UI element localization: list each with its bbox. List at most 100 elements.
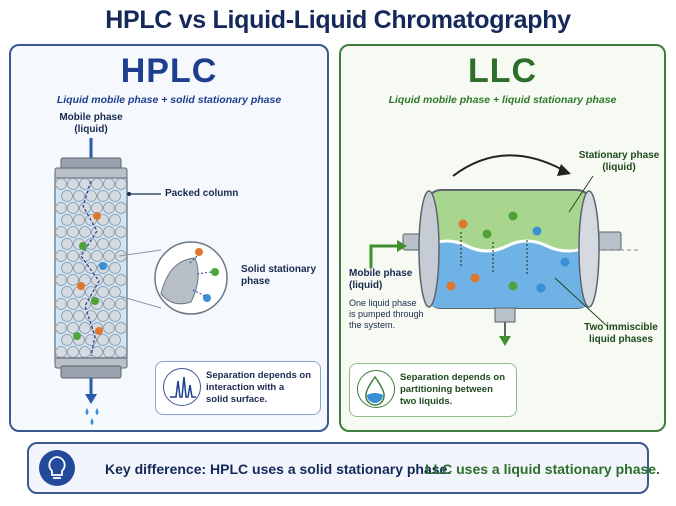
- packing-bead: [67, 178, 79, 190]
- packing-bead: [109, 286, 121, 298]
- packing-bead: [79, 178, 91, 190]
- analyte-green: [73, 332, 81, 340]
- packing-bead: [79, 202, 91, 214]
- packing-bead: [103, 202, 115, 214]
- packing-bead: [55, 298, 67, 310]
- key-difference-hplc: Key difference: HPLC uses a solid statio…: [105, 461, 452, 477]
- packing-bead: [97, 310, 109, 322]
- outlet-arrowhead: [499, 336, 511, 346]
- zoom-line: [118, 249, 162, 257]
- packing-bead: [115, 202, 127, 214]
- column-top-ring: [54, 167, 128, 179]
- droplet-icon: [95, 408, 99, 415]
- immiscible-leader: [554, 277, 608, 327]
- packing-bead: [61, 262, 73, 274]
- packing-bead: [91, 202, 103, 214]
- packing-bead: [109, 262, 121, 274]
- packing-bead: [103, 274, 115, 286]
- analyte-green: [482, 229, 492, 239]
- analyte-green: [79, 242, 87, 250]
- immiscible-phases-label: Two immiscible liquid phases: [584, 322, 658, 345]
- analyte-orange: [470, 273, 480, 283]
- packing-bead: [79, 226, 91, 238]
- mobile-phase-label: Mobile phase (liquid): [59, 112, 123, 135]
- analyte-orange: [458, 219, 468, 229]
- packing-bead: [61, 334, 73, 346]
- packing-bead: [61, 286, 73, 298]
- drum-outlet: [494, 307, 516, 323]
- packing-bead: [67, 298, 79, 310]
- analyte-blue: [536, 283, 546, 293]
- packing-bead: [97, 238, 109, 250]
- packing-bead: [73, 310, 85, 322]
- key-difference-llc: LLC uses a liquid stationary phase.: [425, 461, 660, 477]
- packing-bead: [103, 226, 115, 238]
- packing-bead: [61, 190, 73, 202]
- packing-bead: [97, 190, 109, 202]
- packing-bead: [115, 298, 127, 310]
- chromatogram-icon: [163, 368, 201, 406]
- packing-bead: [67, 274, 79, 286]
- analyte-orange: [95, 327, 103, 335]
- packing-bead: [85, 310, 97, 322]
- packing-bead: [55, 250, 67, 262]
- stationary-leader: [568, 175, 594, 213]
- llc-subtitle: Liquid mobile phase + liquid stationary …: [388, 94, 617, 106]
- packing-bead: [109, 238, 121, 250]
- analyte-green: [91, 297, 99, 305]
- packing-bead: [103, 346, 115, 358]
- drum-left-end: [418, 190, 440, 308]
- packing-bead: [79, 250, 91, 262]
- packing-bead: [67, 226, 79, 238]
- hplc-panel: HPLC Liquid mobile phase + solid station…: [9, 44, 329, 432]
- llc-panel: LLC Liquid mobile phase + liquid station…: [339, 44, 666, 432]
- solid-particle: [160, 257, 199, 305]
- lightbulb-icon: [39, 450, 75, 486]
- packing-bead: [103, 178, 115, 190]
- packing-bead: [85, 190, 97, 202]
- packing-bead: [109, 334, 121, 346]
- packing-bead: [55, 178, 67, 190]
- analyte-green: [508, 211, 518, 221]
- packing-bead: [115, 178, 127, 190]
- packing-bead: [103, 250, 115, 262]
- llc-info-box: Separation depends on partitioning betwe…: [349, 363, 517, 417]
- packing-bead: [67, 250, 79, 262]
- flow-path: [80, 180, 100, 357]
- packing-bead: [91, 250, 103, 262]
- packing-bead: [73, 190, 85, 202]
- packing-bead: [97, 286, 109, 298]
- hplc-heading: HPLC: [120, 52, 218, 90]
- mobile-phase-label: Mobile phase (liquid): [349, 268, 413, 291]
- llc-drum-diagram: [369, 154, 641, 346]
- packing-bead: [61, 214, 73, 226]
- hplc-subtitle: Liquid mobile phase + solid stationary p…: [56, 94, 282, 106]
- stationary-phase-label: Stationary phase (liquid): [578, 150, 660, 173]
- hplc-column-diagram: [54, 138, 228, 425]
- zoom-line: [118, 295, 162, 309]
- packed-column-label: Packed column: [165, 188, 239, 199]
- packing-bead: [67, 346, 79, 358]
- analyte-orange: [77, 282, 85, 290]
- packing-bead: [109, 190, 121, 202]
- packing-bead: [55, 322, 67, 334]
- packing-bead: [73, 214, 85, 226]
- mobile-liquid-layer: [427, 241, 591, 308]
- analyte-blue: [99, 262, 107, 270]
- packing-bead: [115, 226, 127, 238]
- hplc-info-box: Separation depends on interaction with a…: [155, 361, 321, 415]
- page-title: HPLC vs Liquid-Liquid Chromatography: [105, 6, 571, 34]
- analyte-blue: [560, 257, 570, 267]
- packing-bead: [67, 322, 79, 334]
- packing-bead: [61, 238, 73, 250]
- packing-bead: [103, 298, 115, 310]
- analyte-orange: [195, 248, 203, 256]
- solid-stationary-label: Solid stationary phase: [241, 264, 317, 287]
- column-bottom-cap: [60, 365, 122, 379]
- pump-note: One liquid phase is pumped through the s…: [349, 298, 424, 330]
- packing-bead: [55, 346, 67, 358]
- packing-bead: [67, 202, 79, 214]
- packing-bead: [103, 322, 115, 334]
- packing-bead: [115, 346, 127, 358]
- phase-interface: [426, 239, 592, 253]
